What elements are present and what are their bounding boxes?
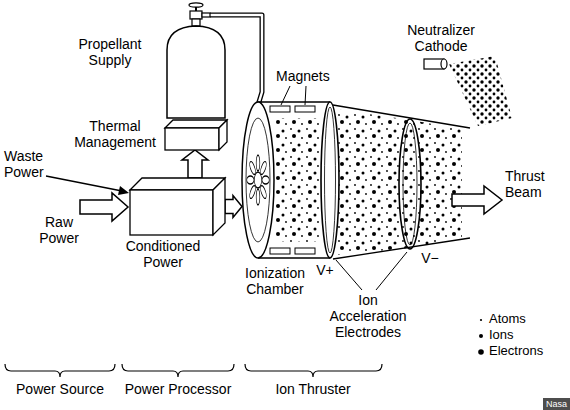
power-arrow	[225, 196, 242, 218]
input-label: Raw Power	[36, 214, 82, 246]
neutralizer-cathode	[449, 56, 512, 126]
waste-power-arrow	[118, 186, 129, 195]
acceleration-electrode	[403, 123, 417, 245]
bracket	[122, 364, 234, 377]
bracket	[5, 364, 115, 377]
voltage-label: V−	[419, 250, 441, 266]
ion-thruster-chamber-outline	[247, 176, 254, 184]
waste-power-arrow	[46, 176, 129, 195]
neutralizer-cathode	[441, 59, 447, 69]
propellant-tank-outline	[195, 7, 197, 11]
thrust-arrow	[452, 186, 502, 214]
legend-text: Electrons	[489, 343, 543, 359]
propellant-tank-outline	[167, 26, 225, 118]
propellant-tank: Propellant Supply	[163, 2, 229, 120]
neutralizer-cathode	[424, 56, 512, 126]
legend-text: Atoms	[489, 311, 526, 327]
legend-dot	[478, 349, 484, 355]
part-label: Neutralizer Cathode	[395, 22, 487, 54]
legend-dot	[480, 319, 482, 321]
ion-thruster-chamber: Ionization Chamber	[240, 98, 340, 263]
part-label: Ion Acceleration Electrodes	[322, 292, 414, 340]
propellant-tank-outline	[189, 3, 203, 7]
bracket	[5, 364, 382, 377]
waste-power-arrow	[46, 176, 122, 191]
box-label: Conditioned Power	[118, 238, 208, 270]
ion-thruster-chamber-outline	[270, 248, 290, 254]
watermark: Nasa	[543, 398, 570, 410]
propellant-tank-outline	[192, 19, 200, 26]
ion-beam	[333, 105, 470, 259]
output-label: Thrust Beam	[505, 168, 563, 200]
legend-swatch	[476, 343, 486, 359]
power-processor-box-outline	[213, 178, 225, 235]
part-label: Magnets	[276, 68, 340, 84]
power-processor-box-outline	[130, 190, 213, 235]
power-processor-box-outline	[130, 178, 225, 235]
acceleration-electrode	[399, 119, 421, 249]
ion-beam	[335, 109, 462, 255]
power-processor-box-outline	[130, 178, 225, 190]
input-label: Waste Power	[4, 148, 50, 180]
thermal-box-outline	[165, 120, 227, 150]
voltage-label: V+	[314, 262, 336, 278]
ion-thruster-chamber-outline	[242, 102, 274, 258]
power-arrow	[182, 150, 208, 178]
ion-thruster-chamber-outline	[240, 98, 340, 263]
ion-thruster-chamber-outline	[295, 106, 315, 112]
thrust-arrow	[452, 186, 502, 214]
section-label: Power Processor	[116, 381, 240, 397]
box-label: Thermal Management	[69, 118, 161, 150]
tank-label: Propellant Supply	[63, 36, 157, 68]
section-label: Power Source	[10, 381, 110, 397]
propellant-tank-outline	[190, 11, 202, 19]
power-processor-box: Conditioned Power	[130, 178, 225, 235]
ion-thruster-chamber-outline	[254, 172, 261, 188]
thermal-box: Thermal Management	[165, 120, 227, 150]
thermal-box-outline	[219, 120, 227, 150]
propellant-tank-outline	[163, 2, 229, 120]
bracket	[245, 364, 382, 377]
leader-line	[336, 260, 362, 290]
legend-dot	[479, 334, 483, 338]
ion-thruster-chamber-outline	[256, 189, 260, 205]
thermal-box-outline	[165, 128, 219, 150]
ion-beam	[333, 105, 470, 128]
thermal-box-outline	[165, 120, 227, 128]
ion-thruster-chamber-outline	[270, 106, 290, 112]
section-label: Ion Thruster	[253, 381, 373, 397]
chamber-label: Ionization Chamber	[240, 265, 310, 297]
ion-thruster-chamber-outline	[256, 155, 260, 171]
ion-thruster-chamber-outline	[262, 176, 269, 184]
ion-thruster-chamber-outline	[246, 118, 270, 242]
legend-swatch	[476, 327, 486, 343]
ion-thruster-chamber-outline	[276, 118, 322, 242]
legend-text: Ions	[489, 327, 514, 343]
ion-thruster-chamber-outline	[325, 107, 336, 253]
propellant-tank-outline	[202, 13, 210, 17]
acceleration-electrode	[399, 119, 421, 249]
ion-beam	[333, 238, 470, 259]
ion-thruster-chamber-outline	[247, 155, 270, 205]
raw-power-arrow	[80, 193, 128, 221]
ion-thruster-chamber-outline	[295, 248, 315, 254]
power-arrow	[182, 150, 208, 178]
leader-line	[376, 252, 407, 290]
power-arrow	[225, 196, 242, 218]
legend-swatch	[476, 311, 486, 327]
ion-thruster-chamber-outline	[321, 102, 339, 258]
raw-power-arrow	[80, 193, 128, 221]
